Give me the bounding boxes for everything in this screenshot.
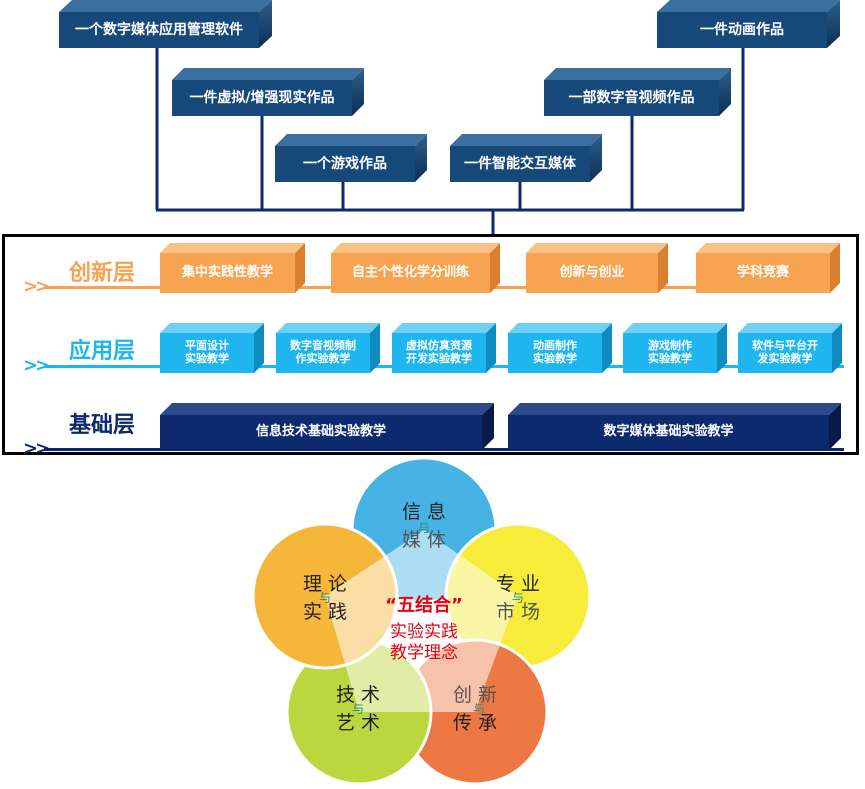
application-item: 虚拟仿真资源开发实验教学: [392, 323, 496, 373]
application-item: 平面设计实验教学: [160, 323, 264, 373]
product-label: 一个数字媒体应用管理软件: [59, 12, 259, 48]
product-label: 一件智能交互媒体: [450, 146, 590, 182]
center-line-1: 实验实践: [390, 622, 458, 642]
product-label: 一部数字音视频作品: [544, 80, 719, 116]
application-item: 数字音视频制作实验教学: [276, 323, 380, 373]
application-item: 动画制作实验教学: [508, 323, 612, 373]
petal-bottom-label: 实 践: [303, 601, 347, 623]
petal-join-label: 与: [512, 591, 524, 605]
innovation-chevron-icon: >>: [23, 276, 50, 297]
product-box-management-software: 一个数字媒体应用管理软件: [59, 0, 272, 48]
innovation-item: 自主个性化学分训练: [331, 243, 500, 293]
center-title: “五结合”: [385, 594, 463, 616]
innovation-layer-title: 创新层: [69, 261, 136, 286]
petal-bottom-label: 传 承: [453, 712, 497, 734]
petal-bottom-label: 艺 术: [336, 712, 380, 734]
petal-top-label: 理 论: [303, 573, 347, 595]
product-box-vr-ar: 一件虚拟/增强现实作品: [172, 68, 364, 116]
product-box-audio-video: 一部数字音视频作品: [544, 68, 731, 116]
innovation-item: 集中实践性教学: [160, 243, 305, 293]
application-chevron-icon: >>: [23, 355, 50, 376]
five-circles-diagram: 信 息 与 媒 体 专 业 与 市 场 创 新 与 传 承 技 术 与 艺 术 …: [251, 456, 592, 786]
petal-join-label: 与: [319, 591, 331, 605]
product-connector-lines: [155, 46, 745, 236]
center-line-2: 教学理念: [390, 642, 458, 663]
product-label: 一件动画作品: [657, 12, 827, 48]
product-box-interactive-media: 一件智能交互媒体: [450, 134, 602, 182]
petal-join-label: 与: [418, 521, 430, 535]
product-label: 一件虚拟/增强现实作品: [172, 80, 352, 116]
petal-top-label: 专 业: [496, 573, 540, 595]
innovation-item: 创新与创业: [526, 243, 668, 293]
application-item: 软件与平台开发实验教学: [738, 323, 842, 373]
application-item: 游戏制作实验教学: [623, 323, 727, 373]
foundation-layer-title: 基础层: [69, 413, 136, 438]
petal-bottom-label: 市 场: [496, 601, 540, 623]
product-box-game: 一个游戏作品: [275, 134, 427, 182]
petal-bottom-label: 媒 体: [402, 529, 446, 551]
foundation-chevron-icon: >>: [23, 438, 50, 459]
innovation-item: 学科竞赛: [696, 243, 840, 293]
petal-top-label: 创 新: [453, 684, 497, 706]
petal-top-label: 信 息: [402, 501, 446, 523]
product-box-animation: 一件动画作品: [657, 0, 840, 48]
application-layer-title: 应用层: [69, 339, 136, 364]
petal-top-label: 技 术: [336, 684, 380, 706]
foundation-item: 数字媒体基础实验教学: [508, 403, 841, 450]
layers-frame: [2, 234, 859, 455]
petal-join-label: 与: [352, 702, 364, 716]
product-label: 一个游戏作品: [275, 146, 415, 182]
foundation-item: 信息技术基础实验教学: [160, 403, 494, 450]
petal-join-label: 与: [473, 702, 485, 716]
center-pentagon: [325, 530, 518, 712]
